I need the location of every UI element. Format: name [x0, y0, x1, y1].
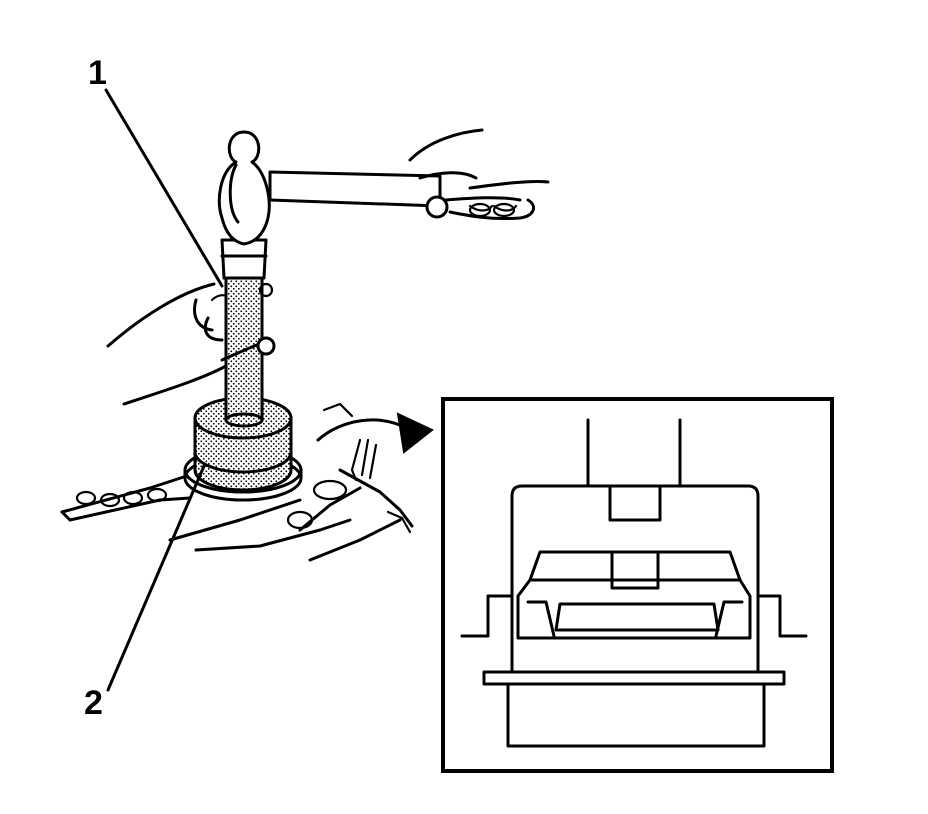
curved-arrow-icon [316, 412, 434, 454]
left-hand [106, 282, 276, 406]
callout-number-2: 2 [84, 684, 103, 722]
callout-number-1: 1 [88, 54, 107, 92]
right-hand [408, 128, 550, 221]
transmission-case [60, 402, 414, 562]
callout-2-leader [106, 464, 206, 692]
callout-1-leader [104, 88, 224, 288]
hammer [217, 130, 449, 246]
detail-inset [441, 397, 834, 773]
driver-handle [220, 238, 268, 428]
